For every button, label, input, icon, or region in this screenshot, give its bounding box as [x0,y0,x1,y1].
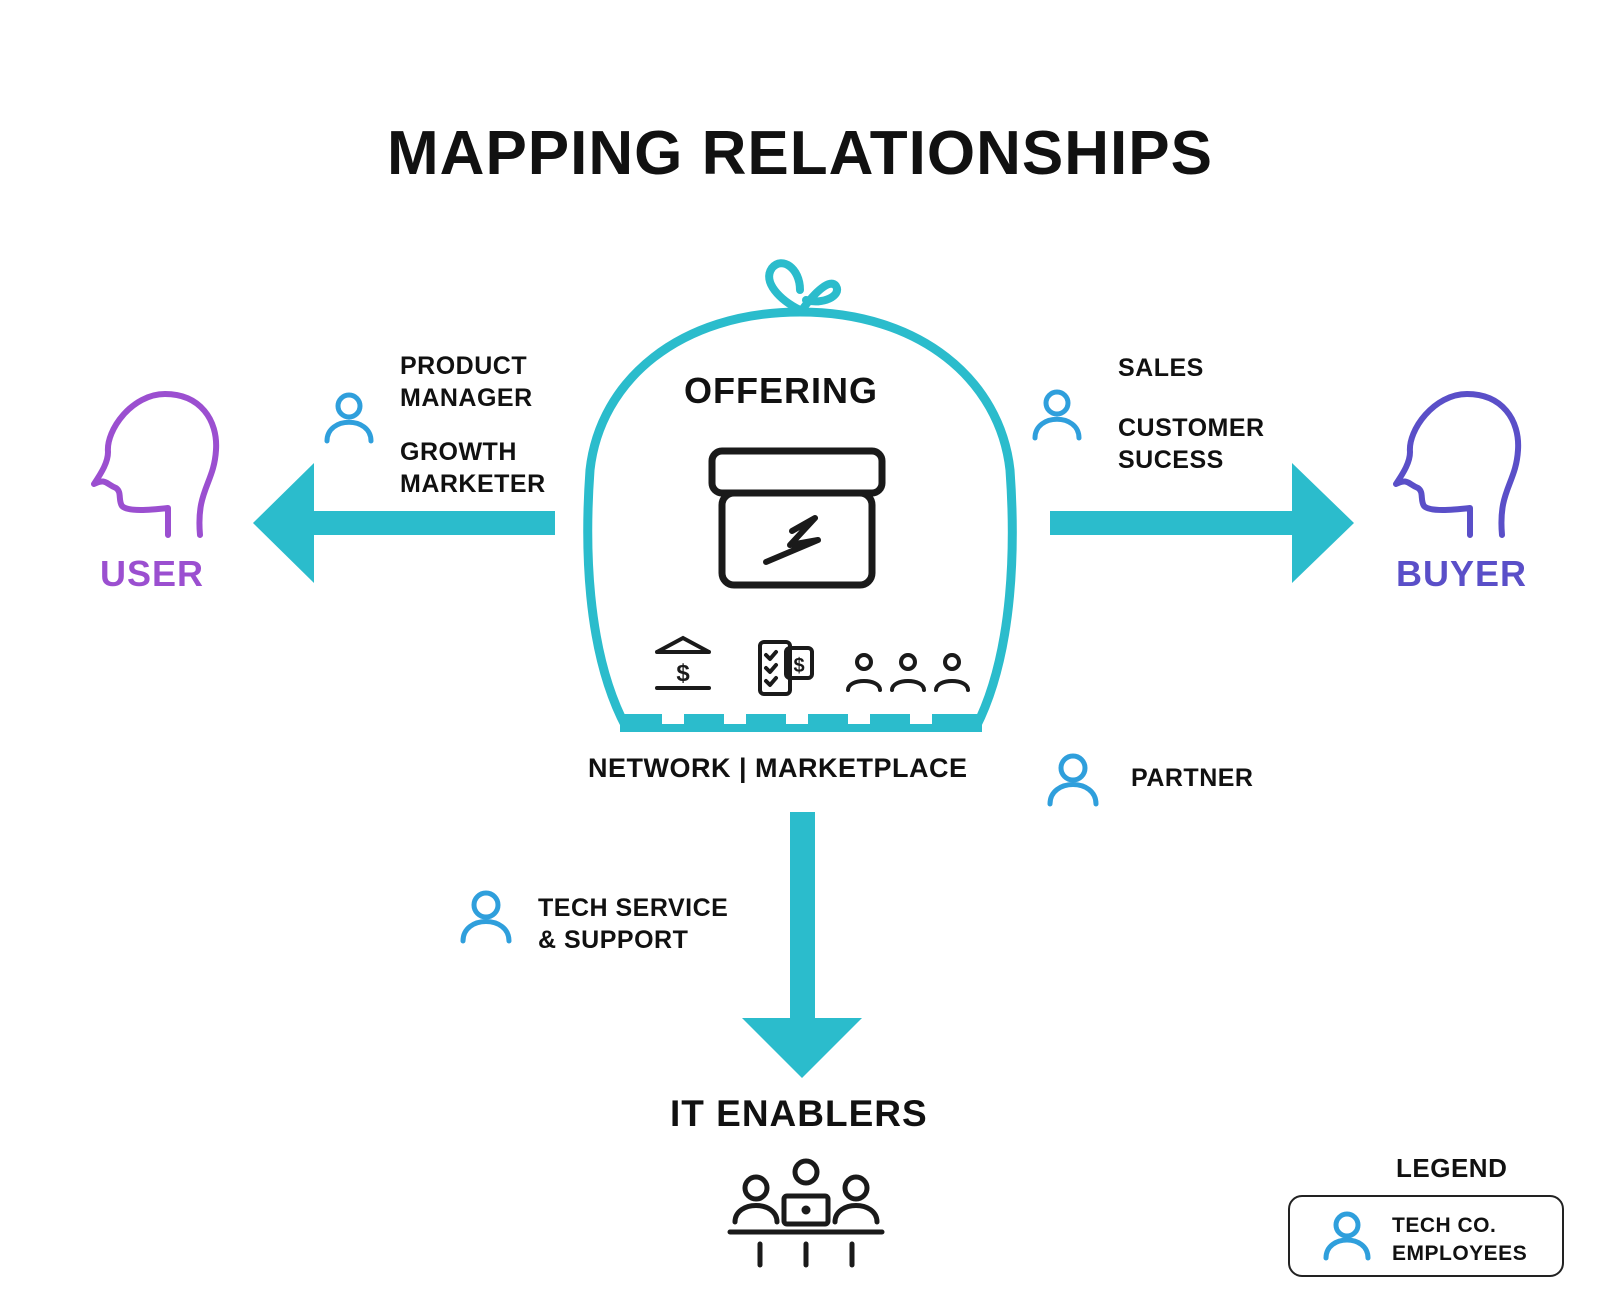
role-line: MARKETER [400,470,546,498]
role-line: TECH SERVICE [538,894,729,922]
legend-title: LEGEND [1396,1153,1508,1183]
legend-line: TECH CO. [1392,1214,1497,1237]
offering-bag [583,259,1017,732]
role-line: CUSTOMER [1118,414,1265,442]
role-product-manager: PRODUCT MANAGER [400,350,533,414]
bank-dollar-icon: $ [655,635,711,690]
person-icon-legend [1323,1211,1371,1261]
role-line: SALES [1118,354,1204,382]
offering-label: OFFERING [684,370,878,411]
role-line: MANAGER [400,384,533,412]
role-customer-success: CUSTOMER SUCESS [1118,412,1265,476]
role-line: PRODUCT [400,352,528,380]
buyer-head-profile-icon [1393,391,1522,538]
mobile-payment-icon: $ [758,640,814,696]
user-head-profile-icon [91,391,220,538]
network-marketplace-label: NETWORK | MARKETPLACE [588,753,968,783]
bag-base-teeth [662,714,932,724]
arrow-to-user [253,463,555,583]
team-laptop-icon [727,1158,885,1268]
legend-line: EMPLOYEES [1392,1242,1528,1265]
role-line: & SUPPORT [538,926,689,954]
role-partner: PARTNER [1131,764,1254,792]
person-icon-buyer-side [1032,389,1082,441]
role-sales: SALES [1118,352,1204,384]
role-line: SUCESS [1118,446,1224,474]
it-enablers-label: IT ENABLERS [670,1093,928,1134]
box-lightning-icon [708,447,886,589]
people-group-icon [846,653,970,692]
person-icon-tech-support [460,890,512,944]
svg-text:$: $ [793,655,804,677]
role-tech-service-support: TECH SERVICE & SUPPORT [538,892,728,956]
arrow-to-it-enablers [742,812,862,1078]
role-growth-marketer: GROWTH MARKETER [400,436,546,500]
diagram-title: MAPPING RELATIONSHIPS [387,119,1213,188]
svg-text:$: $ [676,660,690,687]
person-icon-partner [1047,753,1099,807]
bag-knot-icon [765,259,841,314]
role-line: GROWTH [400,438,517,466]
legend-box [1288,1195,1564,1277]
person-icon-user-side [324,392,374,444]
arrow-to-buyer [1050,463,1354,583]
legend-item-label: TECH CO. EMPLOYEES [1392,1212,1527,1268]
buyer-label: BUYER [1396,553,1528,594]
user-label: USER [100,553,205,594]
